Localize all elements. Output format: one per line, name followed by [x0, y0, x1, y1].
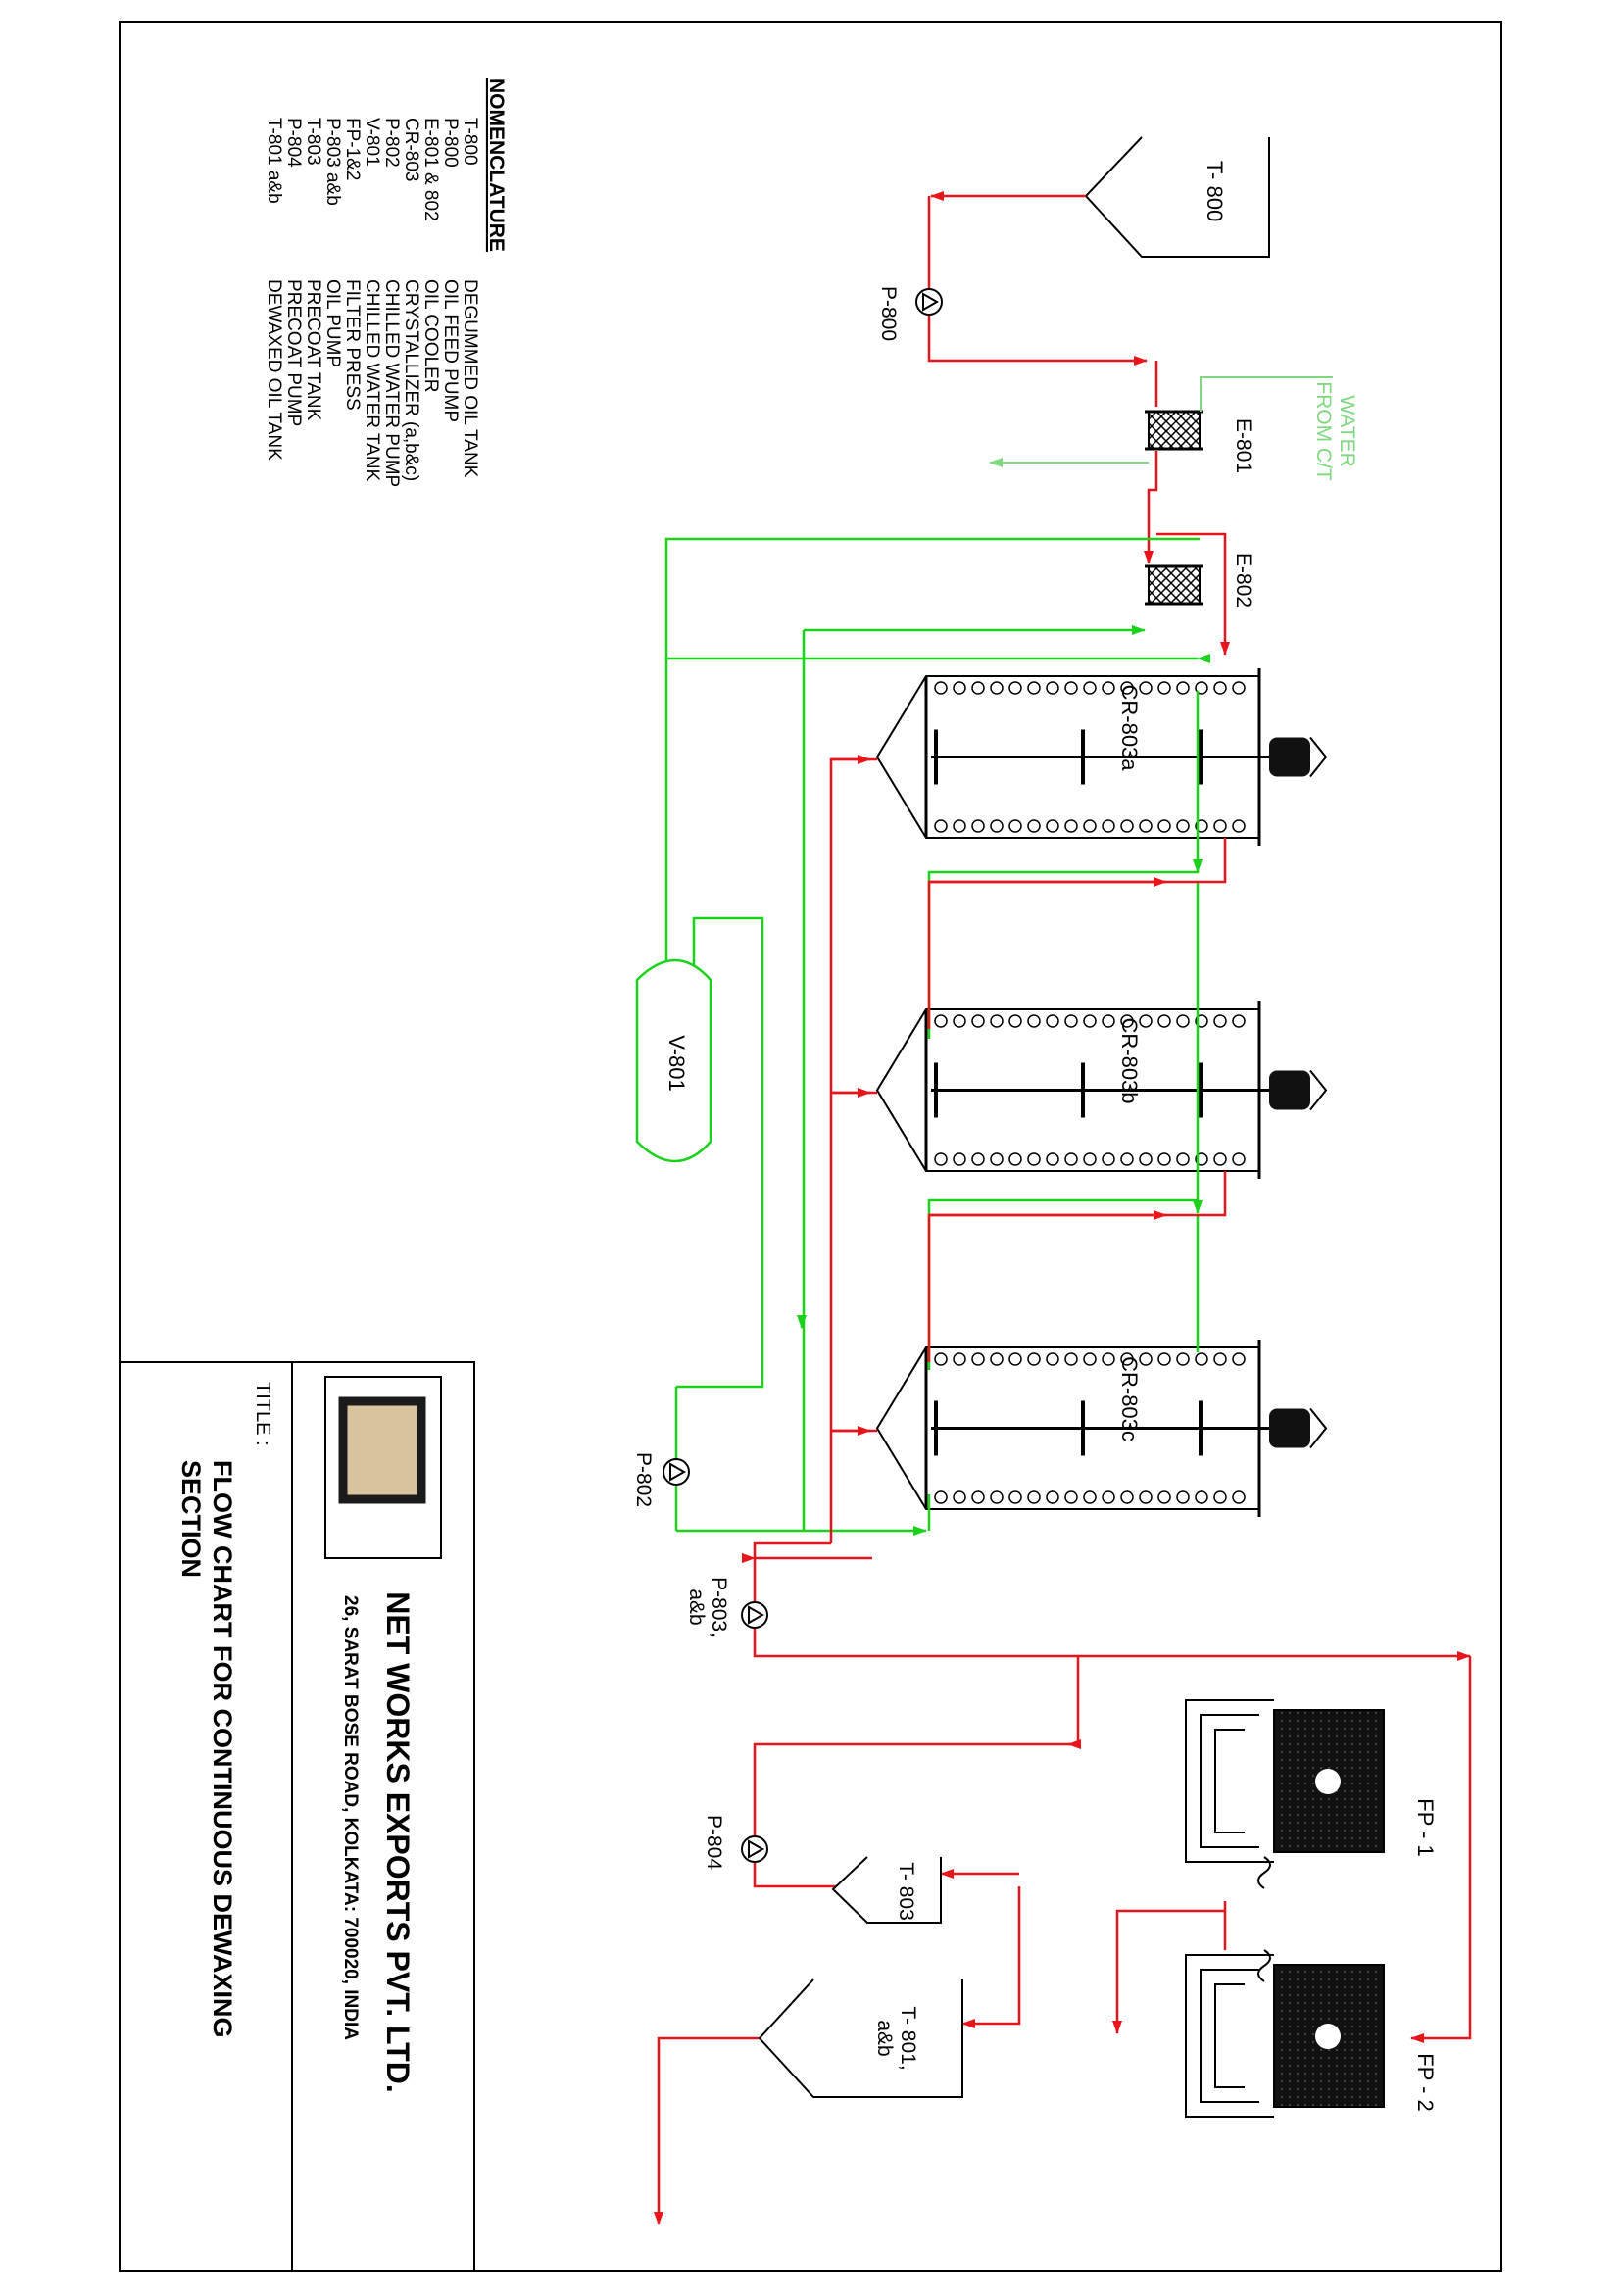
cooler-e802-label: E-802	[1232, 553, 1254, 608]
nomenclature-code: V-801	[362, 118, 382, 167]
tank-v801: V-801	[635, 958, 712, 1163]
nomenclature-code: P-804	[283, 118, 304, 168]
nomenclature-desc: OIL PUMP	[322, 279, 343, 367]
cooling-water-lines: WATER FROM C/T	[989, 376, 1358, 481]
nomenclature-desc: OIL COOLER	[420, 279, 441, 392]
tank-v801-label: V-801	[664, 1035, 689, 1092]
crystallizer-label: CR-803c	[1117, 1356, 1142, 1441]
water-label-1: WATER	[1336, 395, 1358, 467]
company-name: NET WORKS EXPORTS PVT. LTD.	[380, 1591, 416, 2092]
tank-t801-label-2: a&b	[873, 2020, 896, 2056]
pump-p802-label: P-802	[632, 1452, 655, 1507]
cooler-e801-label: E-801	[1232, 418, 1254, 473]
nomenclature-desc: PRECOAT TANK	[303, 279, 323, 421]
nomenclature-code: CR-803	[401, 118, 421, 181]
filter-press-fp1: FP - 1	[1185, 1699, 1438, 1889]
nomenclature-code: T-800	[460, 118, 480, 166]
company-address: 26, SARAT BOSE ROAD, KOLKATA: 700020, IN…	[340, 1595, 361, 2040]
chilled-water-lines	[662, 537, 1210, 1536]
drawing-title-line-1: FLOW CHART FOR CONTINUOUS DEWAXING	[208, 1460, 237, 2037]
pump-p800-label: P-800	[877, 286, 900, 341]
nomenclature-desc: CRYSTALLIZER (a,b&c)	[401, 279, 421, 481]
nomenclature-desc: OIL FEED PUMP	[440, 279, 461, 422]
title-label: TITLE :	[252, 1382, 273, 1446]
tank-t801: T- 801, a&b	[758, 1978, 963, 2098]
company-logo	[324, 1376, 442, 1559]
pump-p802: P-802	[632, 1452, 690, 1507]
nomenclature-code: T-801 a&b	[264, 118, 284, 204]
pump-p800: P-800	[877, 286, 943, 341]
cooler-e801: E-801	[1145, 410, 1254, 473]
tank-t800: T- 800	[1084, 136, 1270, 258]
crystallizer-cr803b: CR-803b	[875, 1001, 1328, 1179]
pump-p803: P-803, a&b	[685, 1577, 768, 1637]
nomenclature-desc: DEWAXED OIL TANK	[264, 279, 284, 461]
pump-p803-label-1: P-803,	[708, 1577, 730, 1637]
nomenclature-heading: NOMENCLATURE	[485, 78, 508, 252]
tank-t800-label: T- 800	[1203, 161, 1227, 221]
title-block-frame	[119, 1361, 475, 2272]
nomenclature-code: FP-1&2	[342, 118, 363, 180]
crystallizer-label: CR-803b	[1117, 1017, 1142, 1103]
nomenclature-code: T-803	[303, 118, 323, 166]
cooler-e802: E-802	[1145, 553, 1254, 608]
nomenclature-desc: CHILLED WATER PUMP	[381, 279, 402, 487]
tank-t803: T- 803	[831, 1856, 942, 1924]
nomenclature-desc: CHILLED WATER TANK	[362, 279, 382, 482]
sheet-border	[119, 21, 1502, 2272]
drawing-title-line-2: SECTION	[176, 1460, 206, 1578]
crystallizer-label: CR-803a	[1117, 684, 1142, 771]
tank-t801-label-1: T- 801,	[897, 2006, 919, 2070]
filter-press-fp1-label: FP - 1	[1413, 1798, 1438, 1857]
tank-t803-label: T- 803	[895, 1862, 917, 1921]
oil-crystallizer-lines	[654, 755, 1472, 2225]
pump-p804: P-804	[703, 1815, 768, 1870]
nomenclature-desc: FILTER PRESS	[342, 279, 363, 411]
nomenclature-code: E-801 & 802	[420, 118, 441, 221]
nomenclature-code: P-802	[381, 118, 402, 168]
filter-press-fp2-label: FP - 2	[1413, 2053, 1438, 2112]
water-label-2: FROM C/T	[1312, 381, 1335, 481]
pump-p804-label: P-804	[703, 1815, 725, 1870]
oil-feed-lines	[927, 191, 1230, 656]
pump-p803-label-2: a&b	[685, 1588, 708, 1625]
crystallizer-cr803a: CR-803a	[875, 668, 1328, 846]
crystallizer-cr803c: CR-803c	[875, 1340, 1328, 1517]
nomenclature-code: P-803 a&b	[322, 118, 343, 206]
nomenclature-desc: PRECOAT PUMP	[283, 279, 304, 426]
nomenclature-desc: DEGUMMED OIL TANK	[460, 279, 480, 478]
nomenclature-code: P-800	[440, 118, 461, 168]
filter-press-fp2: FP - 2	[1185, 1949, 1438, 2118]
